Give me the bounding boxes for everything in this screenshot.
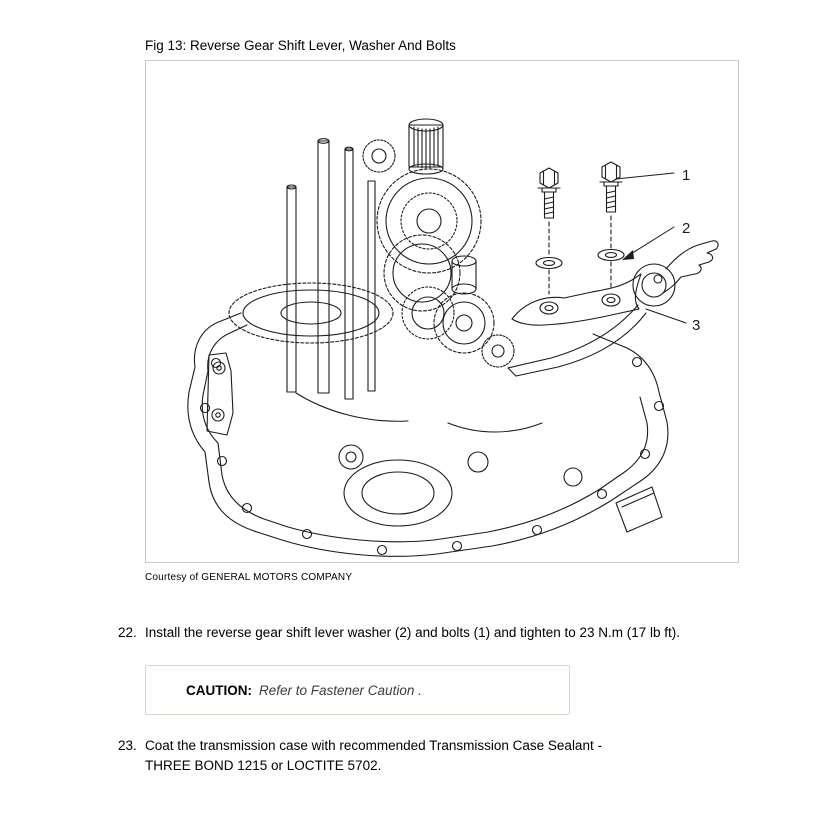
- callout-3-label: 3: [692, 317, 700, 334]
- transmission-case: [187, 312, 669, 557]
- step-23-text: Coat the transmission case with recommen…: [145, 738, 602, 774]
- callout-2-label: 2: [682, 220, 690, 237]
- figure-credit: Courtesy of GENERAL MOTORS COMPANY: [145, 572, 353, 583]
- step-23: 23. Coat the transmission case with reco…: [118, 736, 678, 777]
- callouts: 1 2 3: [615, 167, 700, 334]
- callout-1-leader: [615, 172, 675, 180]
- callout-3-leader: [645, 308, 687, 324]
- callout-2-leader: [625, 226, 675, 258]
- caution-box: CAUTION: Refer to Fastener Caution .: [145, 665, 570, 715]
- figure-frame: 1 2 3: [145, 60, 739, 563]
- step-22-text: Install the reverse gear shift lever was…: [145, 625, 681, 640]
- callout-1-label: 1: [682, 167, 690, 184]
- transmission-drawing: 1 2 3: [187, 118, 719, 557]
- gear-assembly: [228, 118, 515, 400]
- step-23-number: 23.: [118, 738, 137, 753]
- caution-label: CAUTION:: [186, 682, 252, 698]
- caution-text: Refer to Fastener Caution .: [259, 682, 422, 698]
- step-22-number: 22.: [118, 625, 137, 640]
- step-22: 22. Install the reverse gear shift lever…: [118, 623, 798, 643]
- shift-lever: [507, 240, 719, 377]
- figure-title: Fig 13: Reverse Gear Shift Lever, Washer…: [145, 38, 456, 53]
- bolts-and-washers: [535, 161, 625, 295]
- callout-2-arrowhead: [622, 250, 634, 260]
